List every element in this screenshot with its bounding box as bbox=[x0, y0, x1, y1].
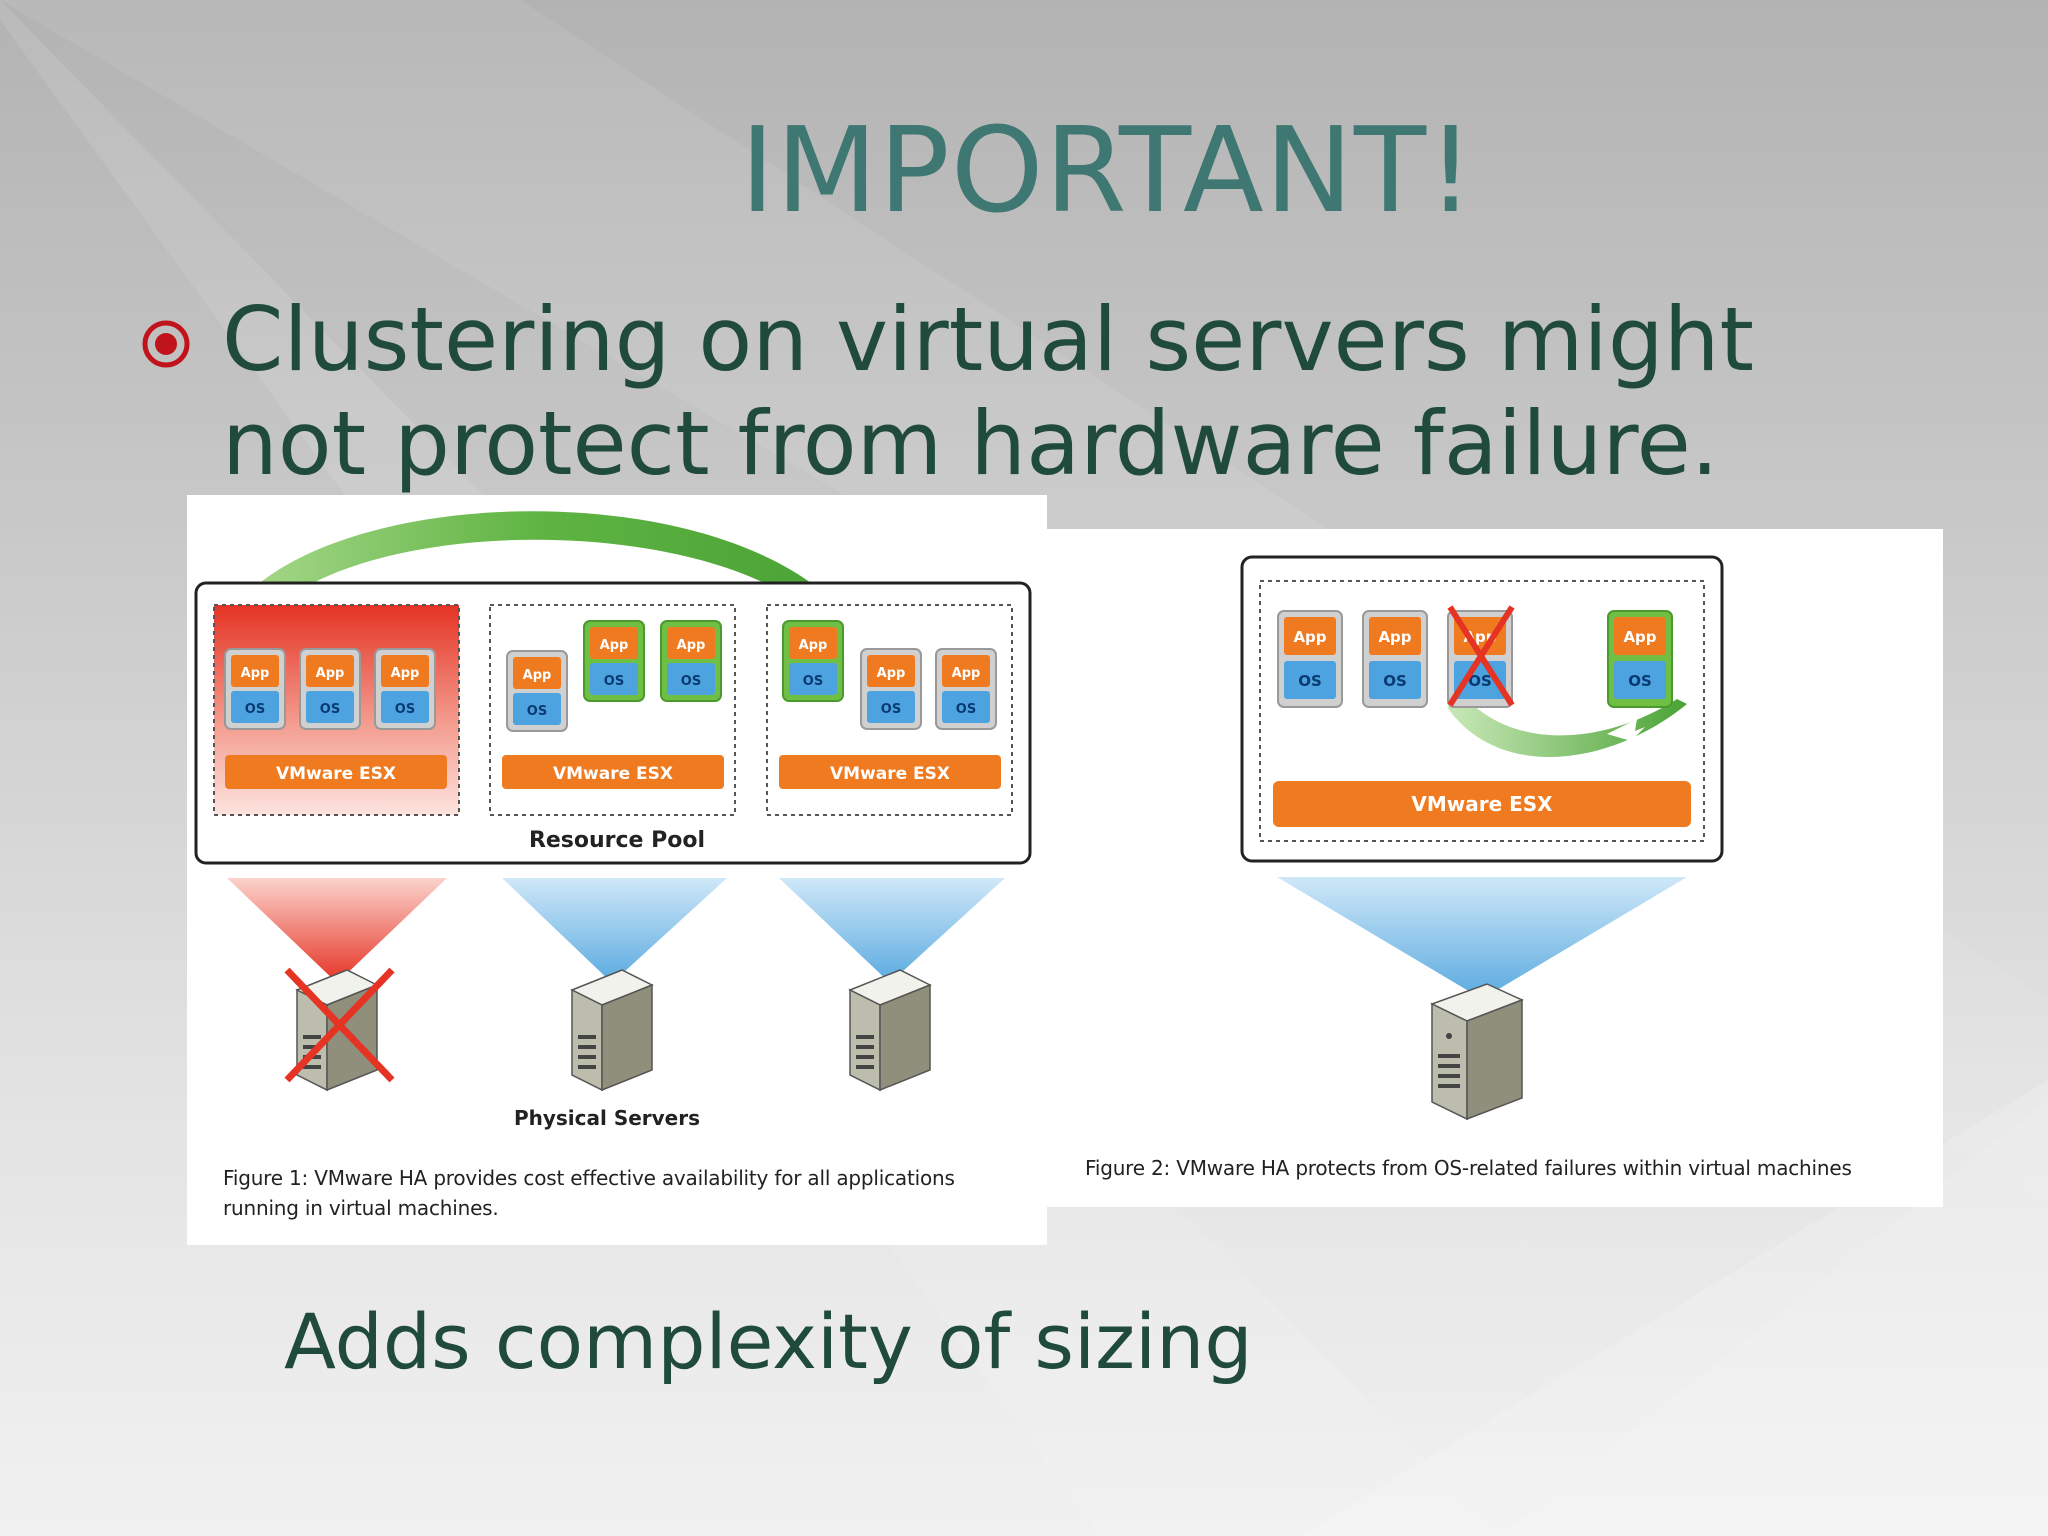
figure-1-diagram: App OS App OS App OS App OS bbox=[194, 511, 1032, 1130]
swoop-arrow-icon bbox=[1607, 719, 1645, 741]
figure-2-diagram: App OS App OS App OS App OS bbox=[1240, 555, 1724, 1121]
vm-d-restarted: App OS bbox=[1607, 610, 1673, 708]
esx-bar-3 bbox=[779, 755, 1001, 789]
app-label: App bbox=[316, 666, 345, 681]
esx-label: VMware ESX bbox=[1411, 792, 1553, 816]
host-1-dotted-frame bbox=[213, 604, 460, 816]
app-label: App bbox=[1293, 628, 1326, 646]
vm-2: App OS bbox=[299, 648, 361, 730]
vm-9: App OS bbox=[935, 648, 997, 730]
app-label: App bbox=[523, 668, 552, 683]
beam-blue-1 bbox=[502, 878, 727, 983]
os-label: OS bbox=[1628, 672, 1652, 690]
app-label: App bbox=[1623, 628, 1656, 646]
vm-1: App OS bbox=[224, 648, 286, 730]
sub-text: Adds complexity of sizing bbox=[284, 1297, 1253, 1386]
beam-red bbox=[227, 878, 447, 983]
esx-label-3: VMware ESX bbox=[830, 764, 950, 784]
os-label: OS bbox=[803, 674, 823, 689]
app-label: App bbox=[677, 638, 706, 653]
restart-swoop bbox=[1447, 699, 1687, 757]
esx-bar bbox=[1273, 781, 1691, 827]
os-label: OS bbox=[1468, 672, 1492, 690]
failure-x-icon bbox=[1447, 605, 1515, 707]
os-label: OS bbox=[1298, 672, 1322, 690]
app-label: App bbox=[391, 666, 420, 681]
resource-pool-label: Resource Pool bbox=[529, 828, 705, 853]
host-2-dotted-frame bbox=[489, 604, 736, 816]
vm-6-migrated: App OS bbox=[660, 620, 722, 702]
os-label: OS bbox=[320, 702, 340, 717]
figure-1-caption: Figure 1: VMware HA provides cost effect… bbox=[223, 1166, 955, 1220]
os-label: OS bbox=[527, 704, 547, 719]
migration-arc bbox=[237, 511, 837, 615]
esx-bar-1 bbox=[225, 755, 447, 789]
app-label: App bbox=[799, 638, 828, 653]
beam-blue bbox=[1277, 877, 1687, 999]
vm-c-failed: App OS bbox=[1447, 605, 1515, 708]
physical-servers-label: Physical Servers bbox=[514, 1106, 700, 1130]
vm-b: App OS bbox=[1362, 610, 1428, 708]
os-label: OS bbox=[681, 674, 701, 689]
server-icon-3 bbox=[848, 969, 932, 1092]
failure-x-icon bbox=[284, 967, 395, 1083]
esx-label-2: VMware ESX bbox=[553, 764, 673, 784]
figure-2-panel: App OS App OS App OS App OS bbox=[1047, 529, 1943, 1207]
server-icon-2 bbox=[570, 969, 654, 1092]
vm-3: App OS bbox=[374, 648, 436, 730]
os-label: OS bbox=[956, 702, 976, 717]
os-label: OS bbox=[245, 702, 265, 717]
vm-8: App OS bbox=[860, 648, 922, 730]
app-label: App bbox=[600, 638, 629, 653]
app-label: App bbox=[877, 666, 906, 681]
app-label: App bbox=[952, 666, 981, 681]
esx-bar-2 bbox=[502, 755, 724, 789]
figure-2-caption: Figure 2: VMware HA protects from OS-rel… bbox=[1085, 1156, 1852, 1180]
host-3-dotted-frame bbox=[766, 604, 1013, 816]
os-label: OS bbox=[395, 702, 415, 717]
vm-a: App OS bbox=[1277, 610, 1343, 708]
figure-1-panel: App OS App OS App OS App OS bbox=[187, 495, 1047, 1245]
app-label: App bbox=[1378, 628, 1411, 646]
vm-4: App OS bbox=[506, 650, 568, 732]
server-icon bbox=[1430, 983, 1524, 1121]
beam-blue-2 bbox=[779, 878, 1005, 983]
vm-5-migrated: App OS bbox=[583, 620, 645, 702]
slide-title: IMPORTANT! bbox=[740, 101, 1476, 239]
vm-7-migrated: App OS bbox=[782, 620, 844, 702]
bullet-text: Clustering on virtual servers might not … bbox=[222, 288, 1755, 495]
bullet-target-icon bbox=[142, 320, 190, 368]
esx-label-1: VMware ESX bbox=[276, 764, 396, 784]
os-label: OS bbox=[881, 702, 901, 717]
os-label: OS bbox=[1383, 672, 1407, 690]
os-label: OS bbox=[604, 674, 624, 689]
app-label: App bbox=[241, 666, 270, 681]
